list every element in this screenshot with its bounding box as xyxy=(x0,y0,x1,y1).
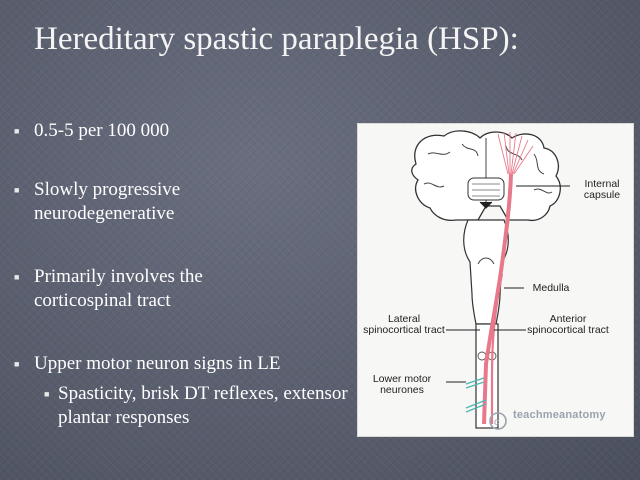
brain-spinal-illustration: c xyxy=(411,130,570,430)
watermark-text: teachmeanatomy xyxy=(513,409,606,421)
corticospinal-tract-figure: c Internal capsule Medulla Lateral spino… xyxy=(357,123,634,437)
sub-bullet-text: Spasticity, brisk DT reflexes, extensor … xyxy=(58,383,348,428)
square-bullet-icon: ■ xyxy=(14,359,20,369)
slide-title: Hereditary spastic paraplegia (HSP): xyxy=(34,21,519,57)
label-anterior-tract: Anterior spinocortical tract xyxy=(527,313,609,336)
bullet-text: Slowly progressive neurodegenerative xyxy=(34,179,181,224)
square-bullet-icon: ■ xyxy=(14,272,20,282)
bullet-text: 0.5-5 per 100 000 xyxy=(34,120,170,141)
square-bullet-icon: ■ xyxy=(14,185,20,195)
svg-text:c: c xyxy=(494,417,499,428)
square-bullet-icon: ■ xyxy=(44,389,50,399)
square-bullet-icon: ■ xyxy=(14,126,20,136)
label-medulla: Medulla xyxy=(532,282,570,294)
label-lower-motor-neurones: Lower motor neurones xyxy=(372,373,432,396)
label-internal-capsule: Internal capsule xyxy=(583,178,621,201)
label-lateral-tract: Lateral spinocortical tract xyxy=(363,313,445,336)
bullet-text: Primarily involves the corticospinal tra… xyxy=(34,266,203,311)
bullet-text: Upper motor neuron signs in LE xyxy=(34,353,281,374)
teachmeanatomy-logo-icon xyxy=(489,412,507,430)
